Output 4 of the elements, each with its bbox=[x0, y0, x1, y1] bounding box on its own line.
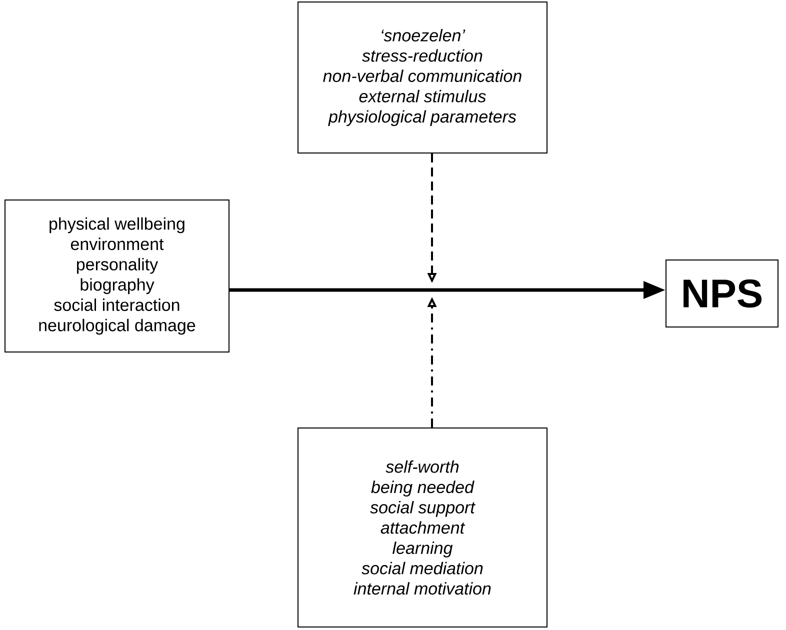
text-box: ‘snoezelen’ stress-reduction non-verbal communication external stimulus physiological parameters bbox=[298, 2, 548, 154]
text-box: physical wellbeing environment personality biography social interaction neurological damage bbox=[4, 200, 230, 352]
text-box: self-worth being needed social support attachment learning social mediation internal motivation bbox=[298, 428, 548, 628]
label-box: NPS bbox=[666, 260, 778, 328]
